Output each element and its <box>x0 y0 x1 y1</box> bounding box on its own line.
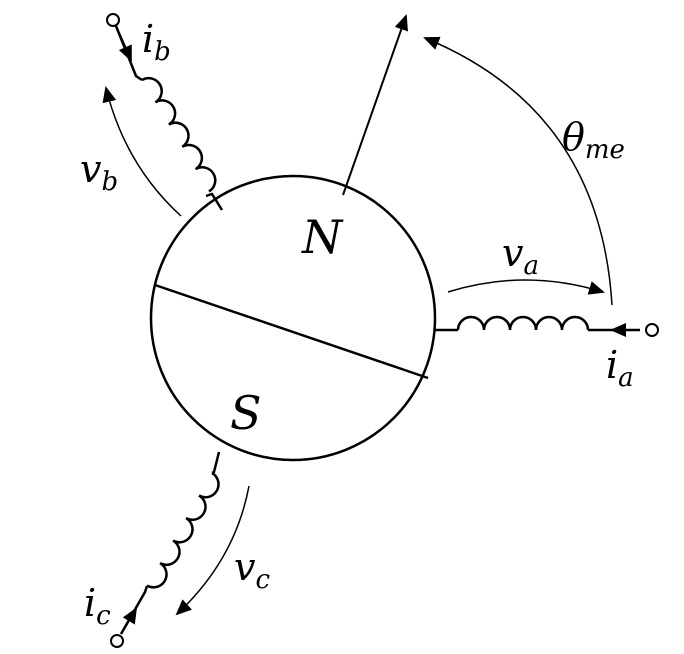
terminal-a <box>645 323 659 337</box>
inductor-c <box>146 471 220 589</box>
phase-c-winding <box>110 451 250 648</box>
voltage-b-label: vb <box>80 150 118 195</box>
voltage-c-symbol: v <box>234 545 256 589</box>
voltage-b-arc <box>102 86 182 217</box>
rotor-axis-arrow <box>342 14 408 196</box>
theta-me-label: θme <box>562 118 625 163</box>
voltage-b-symbol: v <box>80 147 102 191</box>
voltage-c-arc <box>175 485 250 616</box>
south-pole-label: S <box>230 386 262 440</box>
voltage-a-arc <box>447 279 605 295</box>
terminal-c <box>110 634 124 648</box>
current-a-symbol: i <box>606 343 619 387</box>
north-pole-label: N <box>302 210 343 264</box>
current-b-arrow <box>115 25 132 62</box>
rotor-circle <box>149 174 437 462</box>
current-a-label: ia <box>606 346 634 391</box>
current-b-subscript: b <box>154 36 171 67</box>
inductor-b <box>141 76 217 193</box>
voltage-a-subscript: a <box>523 250 539 281</box>
current-c-arrow <box>120 607 138 635</box>
phase-a-winding <box>435 279 659 337</box>
current-a-subscript: a <box>618 362 634 393</box>
terminal-b <box>106 13 120 27</box>
current-b-label: ib <box>142 20 171 65</box>
voltage-a-symbol: v <box>502 231 524 275</box>
rotor-pole-divider <box>154 283 429 380</box>
phase-b-winding <box>102 13 224 217</box>
theta-symbol: θ <box>562 115 585 159</box>
voltage-a-label: va <box>502 234 539 279</box>
theta-subscript: me <box>584 134 625 165</box>
voltage-c-subscript: c <box>255 564 271 595</box>
voltage-b-subscript: b <box>101 166 119 197</box>
inductor-a <box>456 315 590 331</box>
current-c-label: ic <box>84 584 111 629</box>
current-c-symbol: i <box>84 581 97 625</box>
current-b-symbol: i <box>142 17 155 61</box>
voltage-c-label: vc <box>234 548 270 593</box>
theta-arc-arrow <box>423 36 613 306</box>
current-c-subscript: c <box>96 600 111 631</box>
